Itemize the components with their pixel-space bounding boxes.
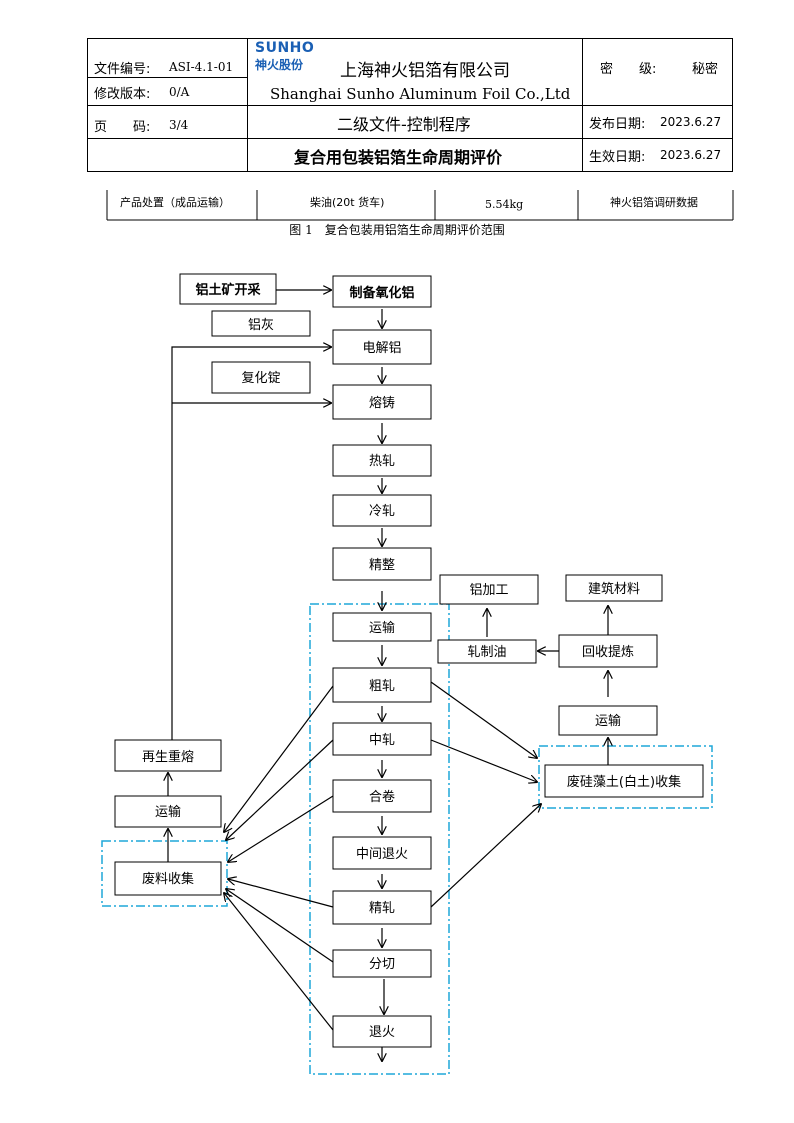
effective-date-value: 2023.6.27 bbox=[660, 148, 722, 162]
box-transport-3 bbox=[558, 705, 658, 736]
arrow bbox=[226, 739, 334, 840]
label-rolling-oil: 轧制油 bbox=[467, 645, 506, 660]
label-recycled-ingot: 复化锭 bbox=[241, 371, 280, 386]
box-transport-1 bbox=[332, 612, 432, 642]
box-electrolysis bbox=[332, 329, 432, 365]
label-ash: 铝灰 bbox=[248, 318, 274, 333]
secret-label: 密 级: bbox=[600, 61, 657, 77]
box-rolling-oil bbox=[437, 639, 537, 664]
box-hot-rolling bbox=[332, 444, 432, 477]
label-mid-rolling: 中轧 bbox=[369, 733, 395, 748]
label-diatomite-collection: 废硅藻土(白土)收集 bbox=[567, 774, 681, 790]
document-level: 二级文件-控制程序 bbox=[337, 115, 471, 134]
label-finishing: 精整 bbox=[369, 558, 395, 573]
box-ash bbox=[211, 310, 311, 337]
arrow bbox=[224, 893, 334, 1031]
doc-no-value: ASI-4.1-01 bbox=[169, 60, 234, 74]
divider bbox=[247, 38, 248, 172]
label-building-material: 建筑材料 bbox=[588, 581, 640, 597]
label-electrolysis: 电解铝 bbox=[362, 341, 401, 356]
label-alumina: 制备氧化铝 bbox=[349, 285, 414, 301]
document-title: 复合用包装铝箔生命周期评价 bbox=[294, 148, 503, 167]
box-al-processing bbox=[439, 574, 539, 605]
secret-value: 秘密 bbox=[692, 61, 719, 77]
box-transport-2 bbox=[114, 795, 222, 828]
box-remelting bbox=[114, 739, 222, 772]
box-finish-rolling bbox=[332, 890, 432, 925]
table-cell-item: 柴油(20t 货车) bbox=[310, 196, 385, 209]
divider bbox=[87, 77, 247, 78]
scrap-group-frame bbox=[101, 840, 228, 907]
box-doubling bbox=[332, 779, 432, 813]
box-scrap-collection bbox=[114, 861, 222, 896]
arrow bbox=[430, 681, 537, 758]
version-label: 修改版本: bbox=[94, 86, 151, 102]
arrow bbox=[228, 879, 334, 908]
label-bauxite: 铝土矿开采 bbox=[195, 282, 261, 298]
box-slitting bbox=[332, 949, 432, 978]
release-date-label: 发布日期: bbox=[589, 116, 646, 132]
label-hot-rolling: 热轧 bbox=[369, 454, 395, 469]
box-diatomite-collection bbox=[544, 764, 704, 798]
box-bauxite bbox=[179, 273, 277, 305]
box-intermediate-annealing bbox=[332, 836, 432, 870]
label-casting: 熔铸 bbox=[369, 395, 395, 411]
label-slitting: 分切 bbox=[369, 957, 395, 972]
arrow bbox=[228, 795, 334, 862]
arrow bbox=[224, 685, 334, 832]
box-alumina bbox=[332, 275, 432, 308]
divider bbox=[87, 138, 733, 139]
label-cold-rolling: 冷轧 bbox=[369, 504, 395, 519]
label-recovery-refining: 回收提炼 bbox=[582, 644, 634, 660]
table-row-lines bbox=[106, 190, 734, 221]
page-label: 页 码: bbox=[94, 119, 151, 135]
box-casting bbox=[332, 384, 432, 420]
label-intermediate-annealing: 中间退火 bbox=[356, 847, 408, 862]
release-date-value: 2023.6.27 bbox=[660, 115, 722, 129]
company-name-cn: 上海神火铝箔有限公司 bbox=[340, 60, 510, 81]
table-cell-amount: 5.54kg bbox=[485, 197, 524, 211]
box-recovery-refining bbox=[558, 634, 658, 668]
label-al-processing: 铝加工 bbox=[469, 583, 508, 598]
company-logo: SUNHO bbox=[255, 40, 315, 56]
figure-caption: 图 1 复合包装用铝箔生命周期评价范围 bbox=[289, 223, 505, 237]
divider bbox=[582, 38, 583, 172]
arrow bbox=[226, 889, 334, 963]
page-value: 3/4 bbox=[169, 118, 189, 132]
label-finish-rolling: 精轧 bbox=[369, 901, 395, 916]
label-transport-2: 运输 bbox=[155, 804, 181, 820]
box-finishing bbox=[332, 547, 432, 581]
arrow-remelt-to-electrolysis bbox=[171, 347, 331, 740]
box-mid-rolling bbox=[332, 722, 432, 756]
company-name-en: Shanghai Sunho Aluminum Foil Co.,Ltd bbox=[270, 85, 571, 103]
box-rough-rolling bbox=[332, 667, 432, 703]
label-transport-3: 运输 bbox=[595, 713, 621, 729]
label-transport-1: 运输 bbox=[369, 620, 395, 636]
label-annealing: 退火 bbox=[369, 1025, 395, 1040]
label-remelting: 再生重熔 bbox=[142, 749, 194, 765]
arrow bbox=[430, 739, 537, 782]
box-cold-rolling bbox=[332, 494, 432, 527]
label-scrap-collection: 废料收集 bbox=[142, 871, 194, 887]
box-recycled-ingot bbox=[211, 361, 311, 394]
table-cell-stage: 产品处置（成品运输） bbox=[120, 196, 230, 209]
divider bbox=[87, 105, 733, 106]
label-doubling: 合卷 bbox=[369, 789, 395, 805]
doc-no-label: 文件编号: bbox=[94, 61, 151, 77]
version-value: 0/A bbox=[169, 85, 190, 99]
company-logo-cn: 神火股份 bbox=[255, 58, 304, 72]
box-building-material bbox=[565, 574, 663, 602]
table-cell-source: 神火铝箔调研数据 bbox=[610, 196, 698, 209]
arrow bbox=[430, 804, 541, 908]
effective-date-label: 生效日期: bbox=[589, 149, 646, 165]
label-rough-rolling: 粗轧 bbox=[369, 679, 395, 694]
